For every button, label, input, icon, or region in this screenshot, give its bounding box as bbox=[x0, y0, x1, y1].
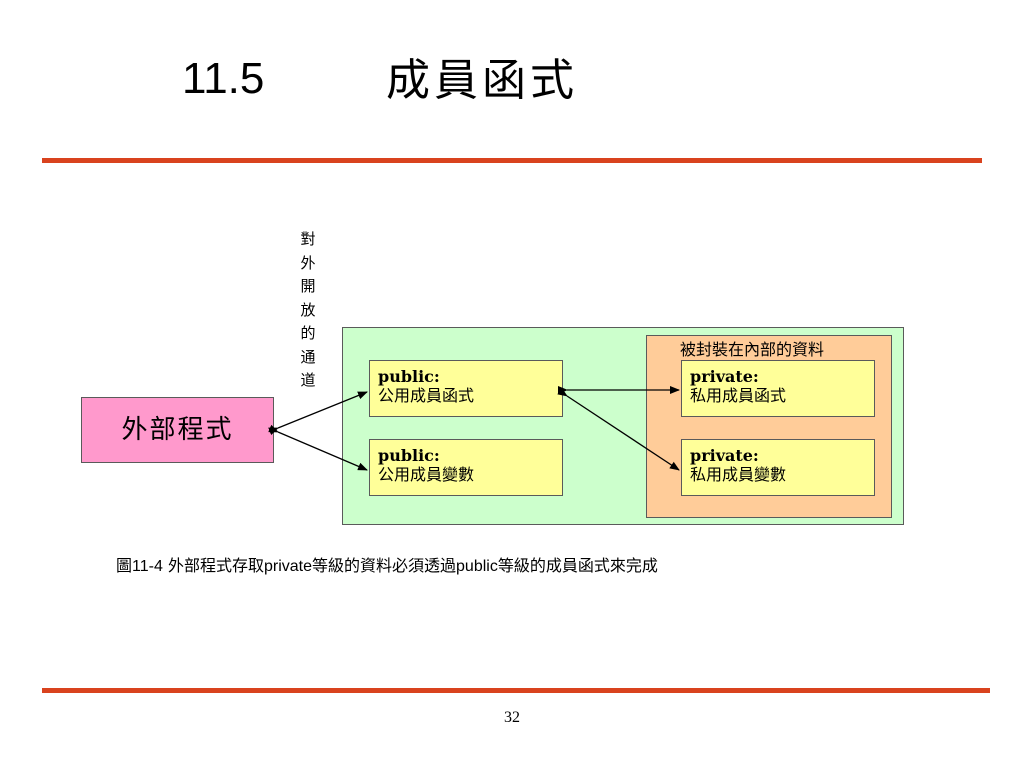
access-keyword: public: bbox=[378, 446, 440, 465]
arrow-external-to-public-function bbox=[268, 391, 368, 436]
public-member-function-box: public: 公用成員函式 bbox=[369, 360, 563, 417]
bottom-divider bbox=[42, 688, 990, 693]
access-keyword: public: bbox=[378, 367, 440, 386]
caption-text: 等級的成員函式來完成 bbox=[497, 556, 658, 575]
figure-caption: 圖11-4 外部程式存取private等級的資料必須透過public等級的成員函… bbox=[116, 555, 658, 578]
channel-label-char: 對 bbox=[300, 230, 316, 248]
private-member-variable-box: private: 私用成員變數 bbox=[681, 439, 875, 496]
private-member-function-box: private: 私用成員函式 bbox=[681, 360, 875, 417]
slide-title: 成員函式 bbox=[386, 55, 578, 106]
channel-label-char: 通 bbox=[300, 347, 316, 366]
channel-label-char: 道 bbox=[300, 371, 316, 389]
caption-keyword: public bbox=[456, 558, 498, 575]
channel-label-char: 放 bbox=[300, 300, 316, 319]
caption-keyword: private bbox=[263, 558, 312, 575]
page-number: 32 bbox=[504, 709, 520, 726]
public-member-variable-box: public: 公用成員變數 bbox=[369, 439, 563, 496]
member-description: 公用成員函式 bbox=[378, 386, 475, 405]
access-keyword: private: bbox=[690, 446, 759, 465]
external-channel-label: 對 外 開 放 的 通 道 bbox=[298, 228, 318, 393]
member-description: 私用成員變數 bbox=[690, 465, 787, 484]
caption-text: 外部程式存取 bbox=[167, 556, 264, 575]
arrow-external-to-public-variable bbox=[268, 424, 368, 471]
caption-fig-label: 圖 bbox=[116, 556, 133, 575]
member-description: 私用成員函式 bbox=[690, 386, 787, 405]
channel-label-char: 的 bbox=[300, 324, 316, 342]
channel-label-char: 外 bbox=[300, 253, 316, 272]
access-keyword: private: bbox=[690, 367, 759, 386]
caption-fig-number: 11-4 bbox=[132, 558, 163, 575]
member-description: 公用成員變數 bbox=[378, 465, 475, 484]
slide-section-number: 11.5 bbox=[182, 54, 265, 103]
encapsulated-data-label: 被封裝在內部的資料 bbox=[680, 340, 825, 359]
external-program-box: 外部程式 bbox=[81, 397, 274, 463]
arrow-public-function-to-private-variable bbox=[557, 387, 680, 471]
channel-label-char: 開 bbox=[300, 277, 316, 295]
top-divider bbox=[42, 158, 982, 163]
caption-text: 等級的資料必須透過 bbox=[312, 556, 457, 575]
